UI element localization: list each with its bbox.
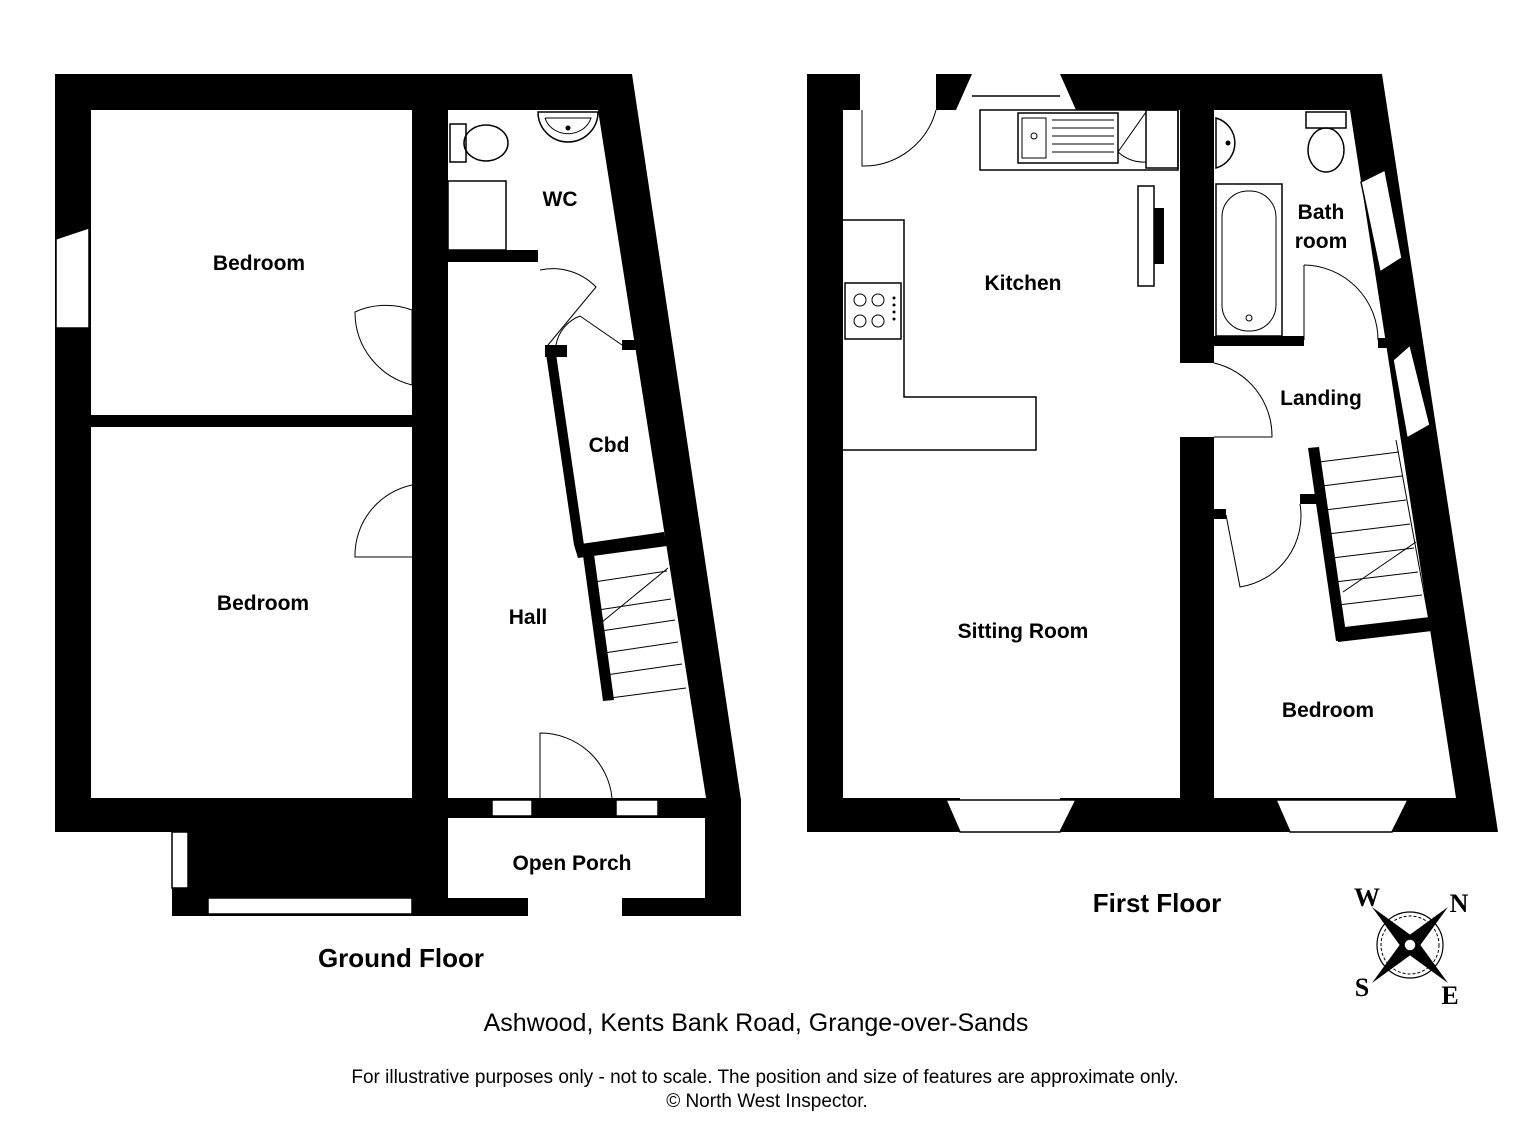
bath-basin-icon <box>1215 117 1236 169</box>
cupboard-wall-top <box>545 345 567 357</box>
room-label-hall: Hall <box>509 606 548 629</box>
bath-cistern <box>1305 111 1347 129</box>
room-label-bathroom-line2: room <box>1295 230 1348 253</box>
bedroom-partition-wall <box>91 415 412 427</box>
bay-wall-left <box>55 798 190 832</box>
door-entrance <box>539 732 613 799</box>
bay-window-front <box>207 897 413 915</box>
stair-side-wall <box>582 547 614 701</box>
kitchen-cabinet <box>1137 185 1155 287</box>
landing-wall-stub <box>1300 494 1316 504</box>
window-kitchen <box>956 74 1076 110</box>
ground-floor-stairs <box>593 567 687 699</box>
compass-west: W <box>1354 883 1380 912</box>
room-label-bedroom: Bedroom <box>1282 699 1374 722</box>
window-reveal <box>55 210 91 240</box>
bath-tub <box>1215 183 1283 337</box>
door-cupboard <box>555 315 623 346</box>
bay-window-side <box>171 831 189 889</box>
property-address: Ashwood, Kents Bank Road, Grange-over-Sa… <box>484 1009 1029 1037</box>
window-bathroom <box>1360 168 1403 274</box>
room-label-landing: Landing <box>1280 387 1362 410</box>
room-label-kitchen: Kitchen <box>984 272 1061 295</box>
ground-floor-plan: Bedroom Bedroom WC Cbd Hall Open Porch G… <box>55 74 741 973</box>
bathroom-wall <box>1214 336 1304 346</box>
bedroom-wall-stub <box>1214 509 1226 519</box>
window-landing <box>1392 343 1431 440</box>
porch-top-wall <box>448 798 706 818</box>
bathroom-wall-stub <box>1378 338 1392 348</box>
central-wall-upper <box>1180 110 1214 363</box>
room-label-bathroom-line1: Bath <box>1298 201 1345 224</box>
cupboard-wall <box>545 347 584 545</box>
central-wall-middle <box>412 385 448 485</box>
hob-icon <box>844 282 902 340</box>
porch-window-left <box>491 799 533 817</box>
wc-unit <box>447 180 507 251</box>
cupboard-bottom-wall <box>574 532 667 558</box>
wc-bottom-wall <box>448 250 538 262</box>
kitchen-counter <box>843 219 1037 451</box>
central-wall-upper <box>412 110 448 310</box>
compass-icon <box>1372 907 1448 983</box>
wc-cistern <box>449 123 467 163</box>
room-label-wc: WC <box>543 188 578 211</box>
sink-drainer <box>1052 119 1114 153</box>
central-wall-lower <box>412 557 448 916</box>
compass-east: E <box>1441 981 1458 1010</box>
door-kitchen-outside <box>861 109 937 167</box>
window-bedroom <box>1274 799 1410 833</box>
kitchen-appliance <box>1145 109 1179 169</box>
door-rear-bedroom <box>354 484 413 558</box>
door-wc <box>539 268 597 346</box>
first-floor-stairs <box>1318 439 1431 627</box>
wc-basin-icon <box>537 111 599 143</box>
compass-south: S <box>1355 973 1369 1002</box>
porch-window-right <box>615 799 659 817</box>
disclaimer-line1: For illustrative purposes only - not to … <box>351 1067 1178 1088</box>
window-reveal <box>55 328 91 346</box>
door-front-bedroom <box>354 304 413 386</box>
stair-bottom-wall <box>1336 617 1432 642</box>
door-bedroom <box>1225 503 1302 588</box>
first-floor-title: First Floor <box>1093 888 1222 918</box>
stair-side-wall <box>1308 447 1347 641</box>
door-bathroom <box>1303 264 1379 341</box>
door-opening-kitchen <box>860 74 936 110</box>
room-label-open-porch: Open Porch <box>512 852 631 875</box>
room-label-cbd: Cbd <box>589 434 630 457</box>
room-label-bedroom-front: Bedroom <box>213 252 305 275</box>
first-floor-plan: Kitchen Sitting Room Bath room Landing B… <box>807 74 1498 918</box>
room-label-bedroom-rear: Bedroom <box>217 592 309 615</box>
ground-floor-outer-wall <box>55 74 741 916</box>
compass-north: N <box>1450 889 1469 918</box>
wc-toilet-icon <box>463 124 509 162</box>
kitchen-sink-icon <box>1017 112 1119 164</box>
kitchen-worktop <box>979 109 1179 171</box>
wc-wall-stub <box>622 340 636 350</box>
ground-floor-title: Ground Floor <box>318 943 484 973</box>
bath-toilet-icon <box>1307 127 1345 173</box>
disclaimer-line2: © North West Inspector. <box>666 1091 868 1112</box>
central-wall-lower <box>1180 437 1214 798</box>
door-landing <box>1213 362 1273 438</box>
window-front-bedroom <box>55 227 90 329</box>
room-label-sitting-room: Sitting Room <box>958 620 1089 643</box>
